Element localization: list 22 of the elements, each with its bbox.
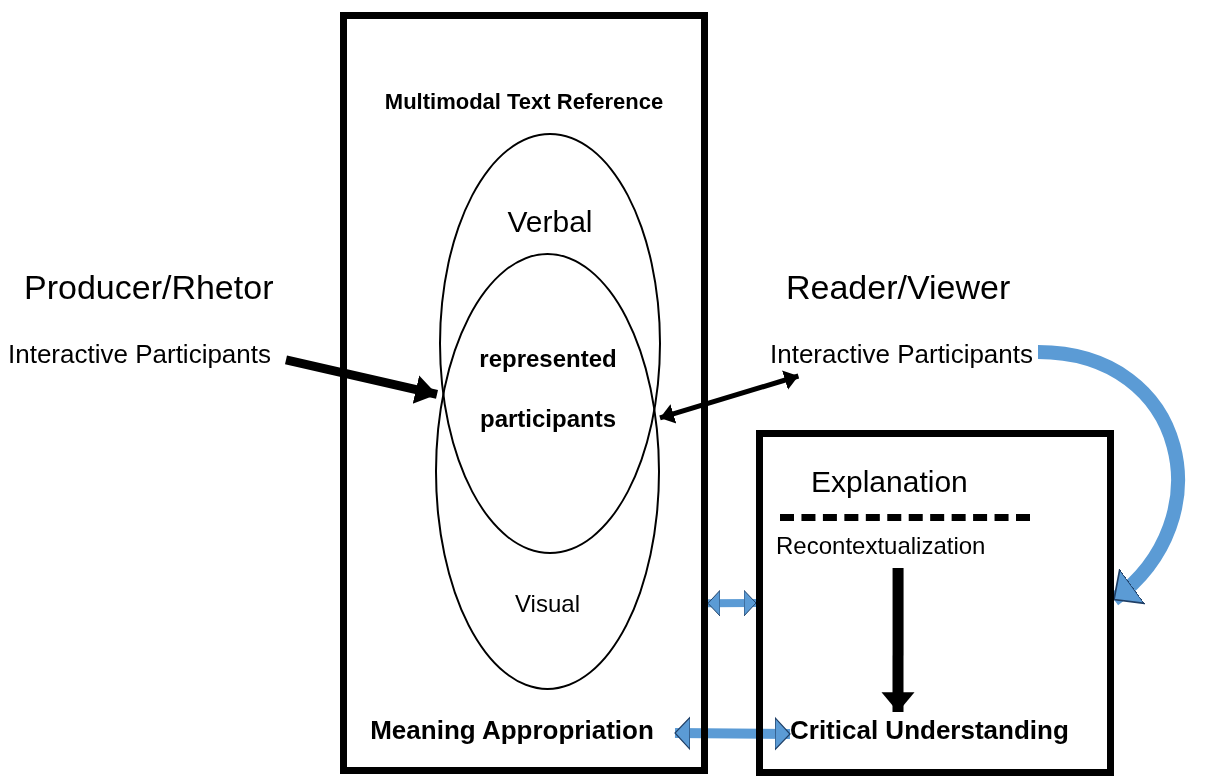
role-label: Producer/Rhetor: [24, 268, 274, 308]
box-heading: Explanation: [811, 465, 968, 500]
frame-box: [340, 12, 708, 774]
section-label: Critical Understanding: [790, 716, 1069, 746]
curved-arrow: [1037, 345, 1185, 605]
double-arrow: [659, 370, 800, 424]
process-label: Recontextualization: [776, 532, 986, 560]
venn-ellipse: [439, 133, 661, 554]
overlap-label: represented participants: [478, 344, 618, 434]
arrow: [285, 355, 438, 404]
box-heading: Multimodal Text Reference: [384, 89, 664, 115]
frame-box: [756, 430, 1114, 776]
double-arrow: [707, 589, 757, 617]
role-label: Reader/Viewer: [786, 268, 1011, 308]
ellipse-label: Visual: [515, 590, 580, 618]
participant-label: Interactive Participants: [770, 340, 1033, 370]
participant-label: Interactive Participants: [8, 340, 271, 370]
double-arrow: [674, 716, 791, 751]
arrow: [881, 568, 915, 712]
ellipse-label: Verbal: [507, 205, 593, 240]
section-label: Meaning Appropriation: [370, 716, 654, 746]
venn-ellipse: [435, 253, 660, 690]
